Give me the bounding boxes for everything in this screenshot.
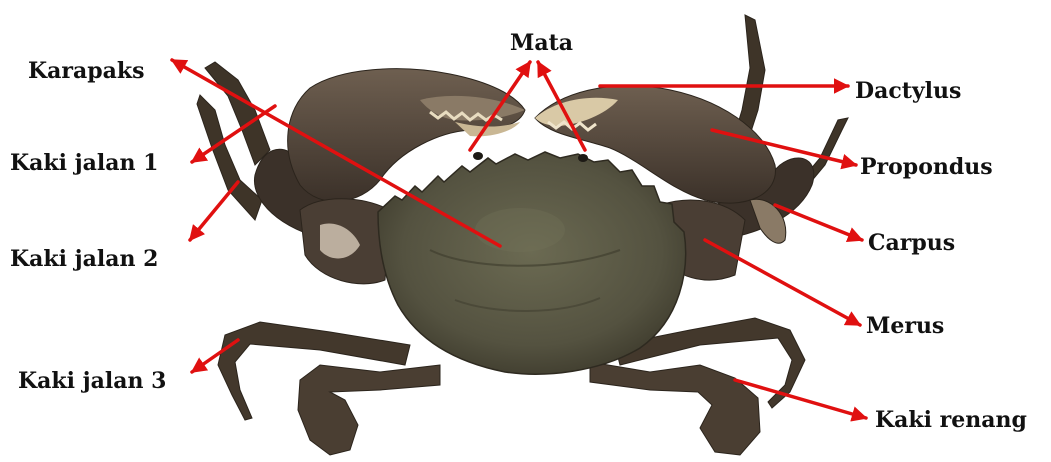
arrow-kaki-jalan-2 bbox=[190, 182, 238, 240]
label-kaki-jalan-3: Kaki jalan 3 bbox=[18, 370, 166, 392]
swimming-leg-left bbox=[298, 365, 440, 455]
arrow-merus bbox=[705, 240, 860, 325]
label-propondus: Propondus bbox=[860, 156, 993, 178]
swimming-leg-right bbox=[590, 362, 760, 455]
label-karapaks: Karapaks bbox=[28, 60, 145, 82]
label-kaki-jalan-1: Kaki jalan 1 bbox=[10, 152, 158, 174]
carapace bbox=[378, 152, 686, 374]
label-dactylus: Dactylus bbox=[855, 80, 961, 102]
label-mata: Mata bbox=[510, 32, 573, 54]
label-carpus: Carpus bbox=[868, 232, 955, 254]
arrow-carpus bbox=[775, 205, 862, 240]
label-merus: Merus bbox=[866, 315, 944, 337]
label-kaki-jalan-2: Kaki jalan 2 bbox=[10, 248, 158, 270]
label-kaki-renang: Kaki renang bbox=[875, 409, 1027, 431]
left-cheliped-arm bbox=[300, 199, 390, 284]
